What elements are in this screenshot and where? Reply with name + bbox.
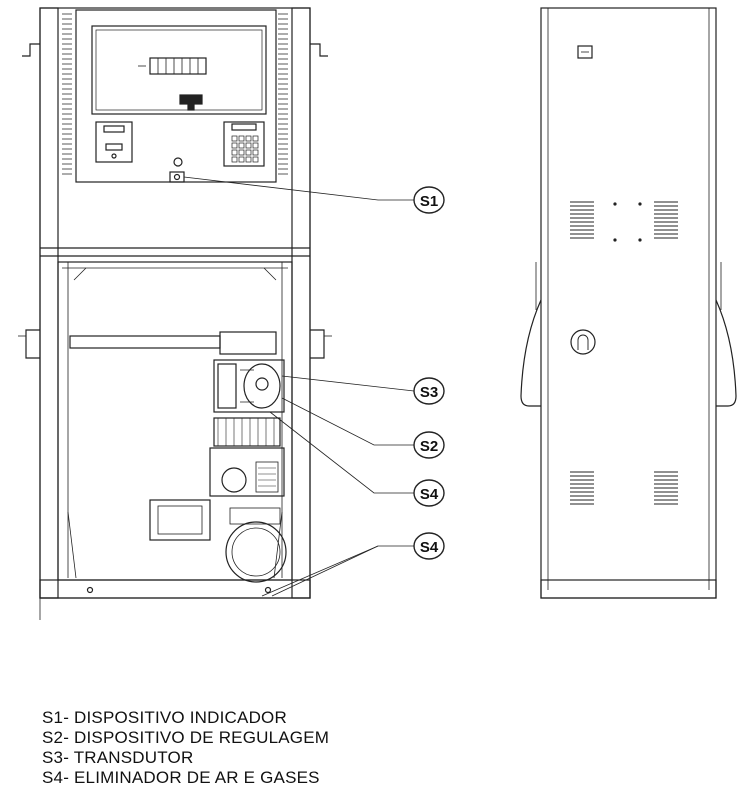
head-panel <box>75 9 277 183</box>
right-top-louvers <box>278 13 288 175</box>
left-post <box>39 7 59 599</box>
card-reader <box>95 121 133 163</box>
display-window <box>91 25 267 115</box>
legend-code: S2- <box>42 728 70 747</box>
callout-leaders <box>183 176 415 597</box>
hydraulic-compartment <box>57 261 293 581</box>
left-hose-profile <box>520 299 542 407</box>
legend-item-s1: S1- DISPOSITIVO INDICADOR <box>42 708 662 728</box>
left-nozzle-holder <box>25 329 40 359</box>
mid-divider <box>40 247 310 257</box>
meter-assembly <box>213 359 285 413</box>
side-base <box>540 579 717 599</box>
indicator-device-s1 <box>169 171 185 183</box>
legend-text: DISPOSITIVO INDICADOR <box>74 708 287 727</box>
leader-s4-lower-a <box>261 545 414 597</box>
legend-item-s4: S4- ELIMINADOR DE AR E GASES <box>42 768 662 788</box>
side-upper-louvers-right <box>654 201 678 239</box>
front-view <box>18 7 332 620</box>
right-post <box>291 7 311 599</box>
keypad <box>223 121 265 167</box>
legend-text: DISPOSITIVO DE REGULAGEM <box>74 728 330 747</box>
side-lower-louvers-left <box>570 471 594 505</box>
right-nozzle-holder <box>310 329 325 359</box>
valve-block <box>219 331 277 355</box>
callout-s4-upper: S4 <box>413 479 445 507</box>
legend-item-s3: S3- TRANSDUTOR <box>42 748 662 768</box>
callout-s4-lower: S4 <box>413 532 445 560</box>
legend: S1- DISPOSITIVO INDICADOR S2- DISPOSITIV… <box>42 708 662 788</box>
legend-text: ELIMINADOR DE AR E GASES <box>74 768 320 787</box>
side-upper-louvers-left <box>570 201 594 239</box>
legend-code: S1- <box>42 708 70 727</box>
callout-s1: S1 <box>413 186 445 214</box>
legend-item-s2: S2- DISPOSITIVO DE REGULAGEM <box>42 728 662 748</box>
legend-code: S3- <box>42 748 70 767</box>
leader-s3 <box>281 375 415 392</box>
left-hook <box>22 43 40 57</box>
front-cabinet-outline <box>39 7 311 599</box>
speaker <box>173 157 183 167</box>
keypad-keys <box>231 135 259 163</box>
leader-s4-upper <box>269 411 414 494</box>
callout-label: S2 <box>420 438 438 455</box>
callout-label: S1 <box>420 193 438 210</box>
right-hose-profile <box>715 299 737 407</box>
legend-text: TRANSDUTOR <box>73 748 194 767</box>
front-base <box>39 579 311 599</box>
motor <box>149 499 287 583</box>
leader-s1 <box>183 176 414 201</box>
top-lock-icon <box>577 45 593 59</box>
left-top-louvers <box>62 13 72 175</box>
callout-label: S4 <box>420 486 439 503</box>
leader-s4-lower-b <box>271 545 379 597</box>
side-view <box>520 7 737 599</box>
legend-code: S4- <box>42 768 70 787</box>
digit-display <box>138 57 207 75</box>
pump-body <box>209 417 285 497</box>
callout-s3: S3 <box>413 377 445 405</box>
right-hook <box>310 43 328 57</box>
brand-plate <box>179 94 203 105</box>
leader-s2 <box>281 397 414 446</box>
callout-label: S3 <box>420 384 438 401</box>
side-cabinet-outline <box>540 7 717 599</box>
side-lower-louvers-right <box>654 471 678 505</box>
callout-label: S4 <box>420 539 439 556</box>
manifold-pipe <box>69 335 221 349</box>
door-lock-icon <box>570 329 596 355</box>
callout-s2: S2 <box>413 431 445 459</box>
